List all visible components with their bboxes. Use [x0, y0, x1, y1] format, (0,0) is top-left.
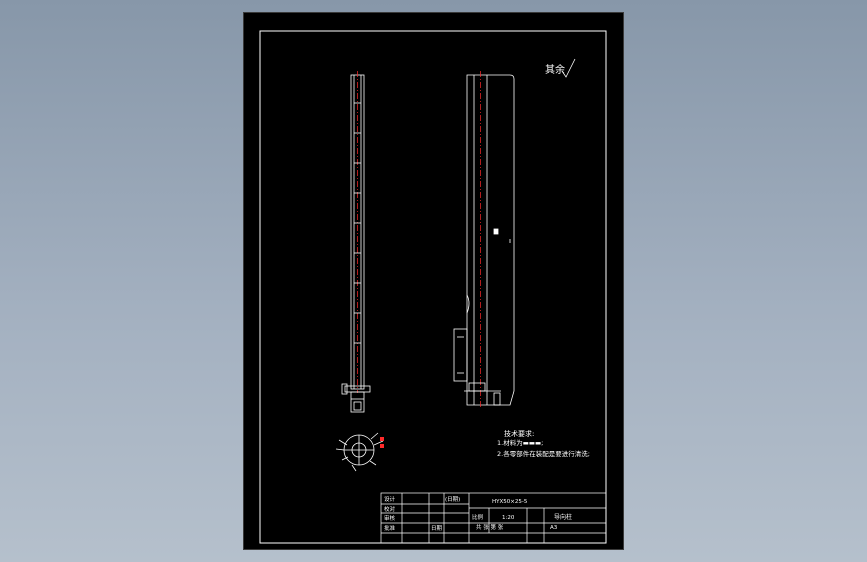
tb-std-date: (日期): [445, 496, 460, 503]
detail-view: [335, 432, 384, 472]
roughness-label: 其余: [545, 63, 565, 76]
tb-scale-value: 1:20: [502, 515, 515, 521]
roughness-symbol: [561, 58, 576, 78]
tb-part-name: 导向柱: [554, 513, 572, 521]
tb-check: 校对: [384, 505, 396, 513]
title-block: [380, 492, 607, 544]
notes-title: 技术要求:: [504, 429, 534, 438]
tb-date: 日期: [431, 525, 443, 532]
tb-sheet-count: 共 张 第 张: [476, 523, 504, 531]
note-2: 2.各零部件在装配是要进行清洗;: [497, 449, 590, 458]
tb-size-code: A3: [550, 525, 558, 531]
tb-review: 审核: [384, 514, 396, 522]
drawing-sheet: 其余 技术要求: 1.材料为▬▬▬; 2.各零部件在装配是要进行清洗;: [243, 12, 624, 550]
tb-approve: 批准: [384, 524, 396, 532]
front-view-column: [341, 71, 371, 413]
drawing-canvas: 其余 技术要求: 1.材料为▬▬▬; 2.各零部件在装配是要进行清洗;: [259, 30, 607, 544]
side-view-section: [453, 71, 515, 409]
outer-frame: [259, 30, 607, 544]
tb-design: 设计: [384, 495, 396, 503]
note-1: 1.材料为▬▬▬;: [497, 438, 543, 447]
tb-scale-label: 比例: [472, 513, 484, 521]
tb-part-code: HYX50×25-5: [492, 499, 528, 505]
